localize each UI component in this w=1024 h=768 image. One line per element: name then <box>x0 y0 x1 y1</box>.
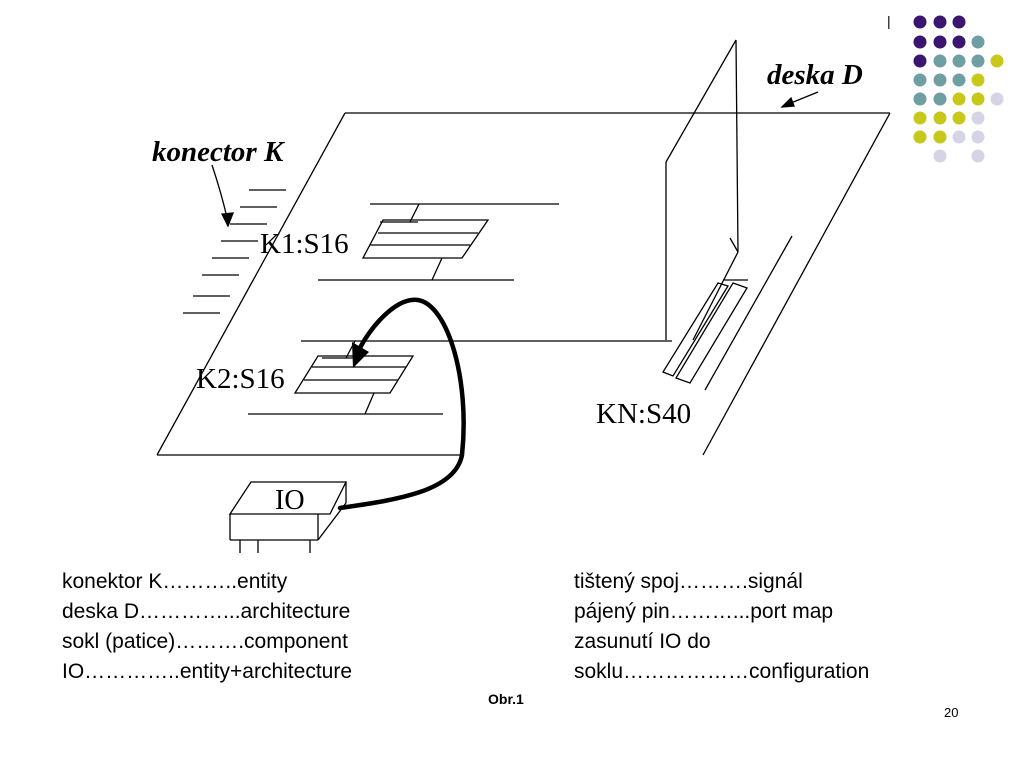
kn-slot <box>662 235 793 391</box>
legend-item: IO…………..entity+architecture <box>62 660 353 683</box>
io-label: IO <box>275 485 305 516</box>
legend-item: konektor K………..entity <box>62 570 288 593</box>
legend-item: deska D…………...architecture <box>62 600 351 623</box>
legend-left: konektor K………..entity deska D…………...arch… <box>62 567 352 687</box>
legend-right: tištený spoj……….signál pájený pin………...p… <box>574 567 869 687</box>
io-chip <box>228 481 348 553</box>
k2-socket <box>293 355 415 394</box>
legend-item: pájený pin………...port map <box>574 600 834 623</box>
vertical-board <box>665 39 739 341</box>
connector-edge-pins <box>183 189 286 314</box>
legend-item: zasunutí IO do <box>574 630 711 653</box>
k1-label: K1:S16 <box>260 228 349 260</box>
kn-label: KN:S40 <box>596 398 691 430</box>
board-pointer-arrow <box>780 91 819 108</box>
corner-mark: | <box>887 13 891 29</box>
legend-item: soklu………………configuration <box>574 660 870 683</box>
figure-caption: Obr.1 <box>488 691 524 707</box>
page-number: 20 <box>944 705 959 720</box>
connector-label: konector K <box>152 136 285 168</box>
k2-label: K2:S16 <box>196 363 285 395</box>
k1-socket <box>361 219 490 259</box>
decorative-dot-grid <box>913 15 1004 163</box>
legend-item: sokl (patice)……….component <box>62 630 348 653</box>
legend-item: tištený spoj……….signál <box>574 570 803 593</box>
board-label: deska D <box>767 59 863 91</box>
insertion-arrow <box>337 297 466 511</box>
connector-pointer-arrow <box>211 164 234 228</box>
board-outline <box>156 112 891 456</box>
